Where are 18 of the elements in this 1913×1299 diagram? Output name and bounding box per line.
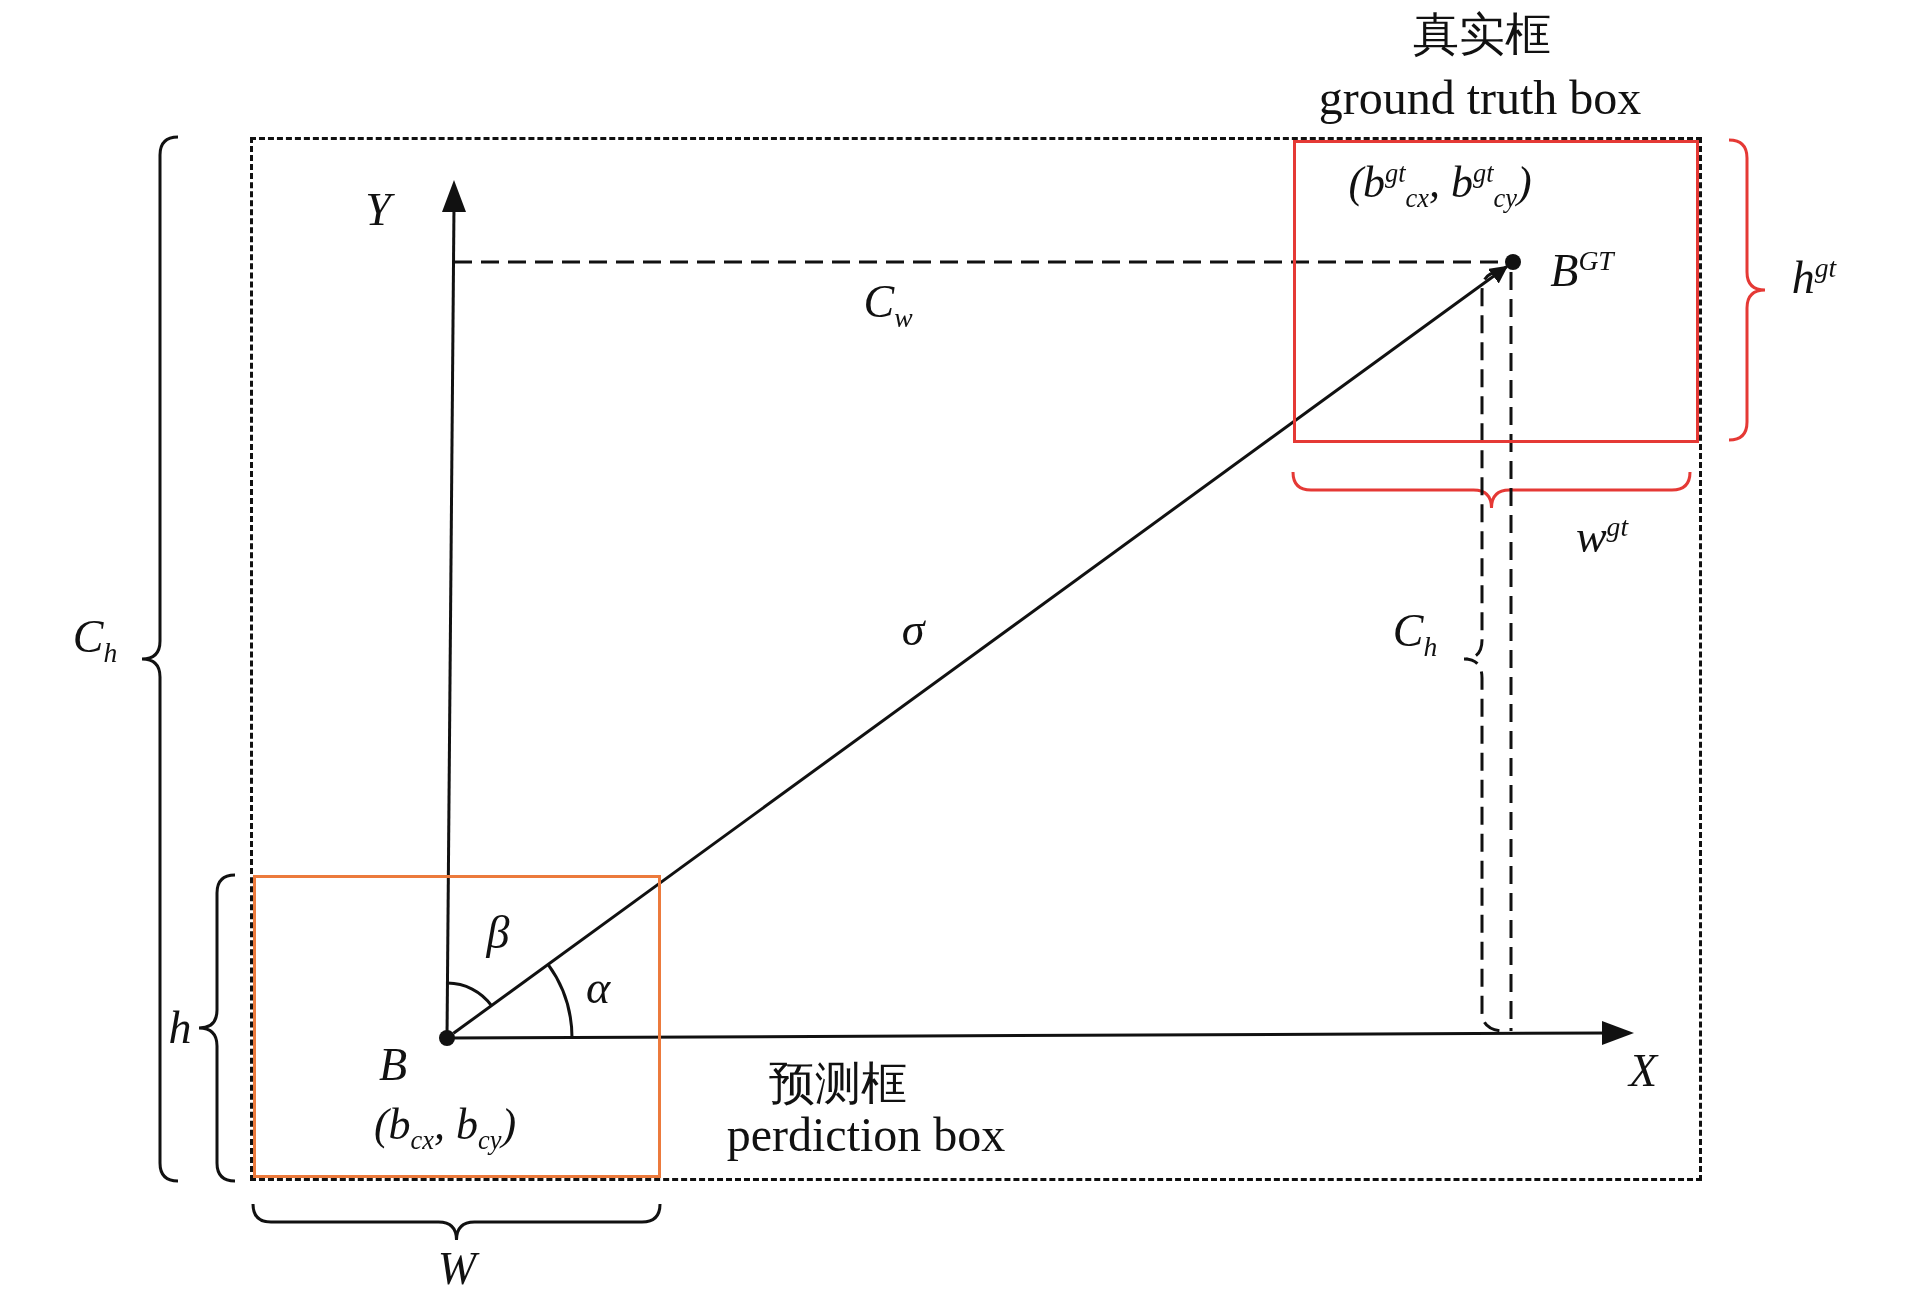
arrow — [452, 265, 1508, 1035]
point-label: B — [378, 1039, 408, 1091]
math-label: C$_{h}$ — [1392, 605, 1438, 663]
coordinate-label: (b$_{cx}$, b$_{cy}$) — [373, 1101, 517, 1155]
math-label: C$_{w}$ — [863, 276, 913, 334]
angle-label: β — [486, 907, 510, 959]
math-label: w$^{gt}$ — [1575, 511, 1629, 563]
math-label: h$^{gt}$ — [1791, 252, 1837, 304]
math-label: h — [168, 1002, 192, 1054]
box-caption: 预测框 — [769, 1057, 907, 1109]
math-label: C$_{h}$ — [72, 611, 118, 669]
angle-label: α — [585, 962, 611, 1014]
box-caption: ground truth box — [1318, 71, 1642, 125]
axis-label: X — [1628, 1045, 1658, 1097]
coordinate-label: (b$^{gt}$$_{cx}$, b$^{gt}$$_{cy}$) — [1348, 158, 1532, 214]
box-caption: perdiction box — [726, 1108, 1006, 1162]
box-caption: 真实框 — [1413, 8, 1551, 60]
point-label: B$^{GT}$ — [1550, 245, 1614, 297]
